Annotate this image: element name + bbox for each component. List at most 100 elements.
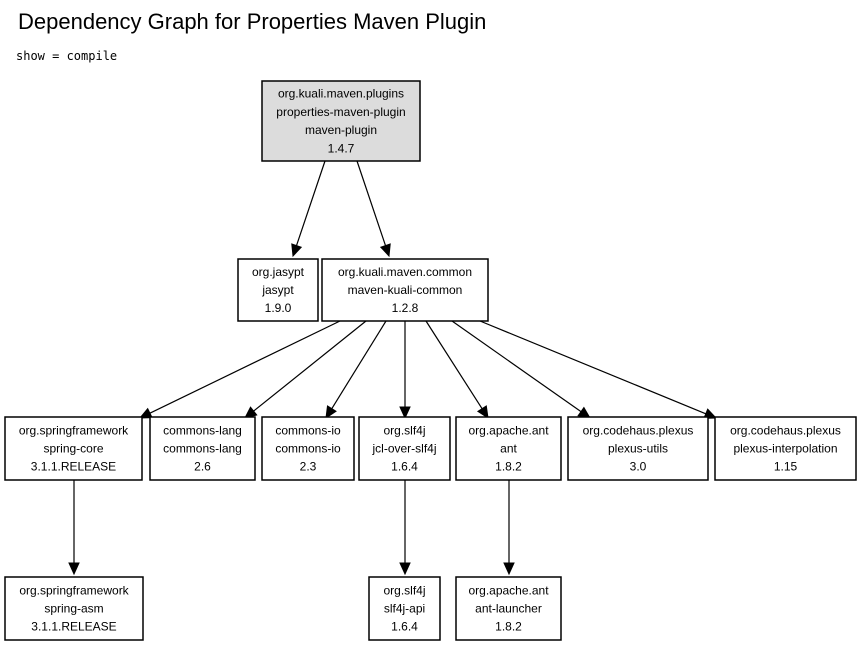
- edge-maven-kuali-common-to-jcl-over-slf4j: [399, 321, 411, 420]
- arrowhead-icon: [68, 562, 80, 576]
- edge-line: [425, 320, 483, 410]
- node-label-line: org.apache.ant: [468, 583, 549, 597]
- node-jcl-over-slf4j: org.slf4j jcl-over-slf4j 1.6.4: [358, 416, 451, 481]
- edge-ant-to-ant-launcher: [503, 480, 515, 576]
- node-label-line: org.jasypt: [252, 265, 305, 279]
- node-label-line: jasypt: [261, 283, 294, 297]
- node-box: [567, 416, 709, 481]
- edge-maven-kuali-common-to-plexus-interpolation: [479, 320, 718, 419]
- node-label-line: org.codehaus.plexus: [730, 423, 841, 437]
- arrowhead-icon: [703, 408, 718, 419]
- edge-line: [356, 160, 387, 246]
- node-label-line: org.kuali.maven.common: [338, 265, 472, 279]
- node-label-line: 2.6: [194, 460, 211, 474]
- node-label-line: 3.1.1.RELEASE: [31, 460, 116, 474]
- node-label-line: 1.8.2: [495, 620, 522, 634]
- arrowhead-icon: [325, 405, 337, 420]
- node-label-line: 1.8.2: [495, 460, 522, 474]
- arrowhead-icon: [399, 406, 411, 420]
- node-label-line: commons-lang: [163, 423, 242, 437]
- node-label-line: 3.0: [630, 460, 647, 474]
- node-label-line: 2.3: [300, 460, 317, 474]
- edge-root-to-jasypt: [291, 160, 326, 258]
- edge-maven-kuali-common-to-plexus-utils: [451, 320, 591, 419]
- node-label-line: org.springframework: [19, 583, 129, 597]
- node-label-line: commons-io: [275, 423, 341, 437]
- node-label-line: 1.15: [774, 460, 798, 474]
- node-ant: org.apache.ant ant 1.8.2: [455, 416, 562, 481]
- arrowhead-icon: [476, 405, 489, 420]
- edge-spring-core-to-spring-asm: [68, 480, 80, 576]
- node-box: [4, 576, 144, 641]
- node-label-line: org.codehaus.plexus: [583, 423, 694, 437]
- edge-line: [149, 320, 341, 414]
- arrowhead-icon: [291, 243, 303, 258]
- edge-line: [295, 160, 326, 246]
- node-plexus-interpolation: org.codehaus.plexus plexus-interpolation 1…: [714, 416, 857, 481]
- node-commons-io: commons-io commons-io 2.3: [261, 416, 355, 481]
- edge-line: [451, 320, 582, 413]
- node-plexus-utils: org.codehaus.plexus plexus-utils 3.0: [567, 416, 709, 481]
- node-maven-kuali-common: org.kuali.maven.common maven-kuali-common…: [321, 258, 489, 322]
- node-box: [4, 416, 143, 481]
- edge-maven-kuali-common-to-commons-io: [325, 320, 387, 420]
- node-box: [455, 416, 562, 481]
- edge-line: [253, 320, 367, 412]
- arrowhead-icon: [138, 407, 153, 419]
- node-box: [237, 258, 319, 322]
- node-label-line: maven-kuali-common: [348, 283, 463, 297]
- page-title: Dependency Graph for Properties Maven Pl…: [18, 9, 487, 34]
- edges-layer: [68, 160, 718, 576]
- node-label-line: org.springframework: [19, 423, 129, 437]
- node-box: [261, 416, 355, 481]
- arrowhead-icon: [399, 562, 411, 576]
- node-label-line: spring-core: [43, 442, 103, 456]
- arrowhead-icon: [379, 243, 391, 258]
- node-label-line: 1.9.0: [265, 301, 292, 315]
- node-box: [455, 576, 562, 641]
- edge-root-to-maven-kuali-common: [356, 160, 391, 258]
- edge-maven-kuali-common-to-commons-lang: [244, 320, 367, 419]
- node-label-line: 3.1.1.RELEASE: [31, 620, 116, 634]
- node-label-line: maven-plugin: [305, 123, 377, 137]
- edge-maven-kuali-common-to-ant: [425, 320, 489, 420]
- arrowhead-icon: [503, 562, 515, 576]
- node-box: [321, 258, 489, 322]
- node-label-line: spring-asm: [44, 602, 103, 616]
- node-spring-asm: org.springframework spring-asm 3.1.1.RELEA…: [4, 576, 144, 641]
- edge-line: [479, 320, 707, 415]
- node-label-line: org.kuali.maven.plugins: [278, 87, 404, 101]
- node-label-line: 1.4.7: [328, 141, 355, 155]
- node-label-line: org.slf4j: [383, 583, 425, 597]
- node-root: org.kuali.maven.plugins properties-maven-…: [261, 80, 421, 162]
- node-box: [714, 416, 857, 481]
- node-jasypt: org.jasypt jasypt 1.9.0: [237, 258, 319, 322]
- node-label-line: org.apache.ant: [468, 423, 549, 437]
- node-ant-launcher: org.apache.ant ant-launcher 1.8.2: [455, 576, 562, 641]
- node-label-line: slf4j-api: [384, 602, 425, 616]
- node-label-line: commons-io: [275, 442, 341, 456]
- edge-maven-kuali-common-to-spring-core: [138, 320, 341, 419]
- node-label-line: ant: [500, 442, 517, 456]
- node-slf4j-api: org.slf4j slf4j-api 1.6.4: [368, 576, 441, 641]
- node-box: [358, 416, 451, 481]
- node-label-line: properties-maven-plugin: [276, 105, 405, 119]
- node-box: [368, 576, 441, 641]
- node-label-line: 1.6.4: [391, 620, 418, 634]
- node-label-line: 1.2.8: [392, 301, 419, 315]
- node-label-line: commons-lang: [163, 442, 242, 456]
- node-label-line: ant-launcher: [475, 602, 542, 616]
- node-box: [261, 80, 421, 162]
- node-label-line: 1.6.4: [391, 460, 418, 474]
- edge-line: [331, 320, 387, 409]
- edge-jcl-over-slf4j-to-slf4j-api: [399, 480, 411, 576]
- node-label-line: plexus-utils: [608, 442, 668, 456]
- node-commons-lang: commons-lang commons-lang 2.6: [149, 416, 256, 481]
- node-label-line: org.slf4j: [383, 423, 425, 437]
- node-box: [149, 416, 256, 481]
- nodes-layer: org.kuali.maven.plugins properties-maven-…: [4, 80, 857, 641]
- node-spring-core: org.springframework spring-core 3.1.1.RELE…: [4, 416, 143, 481]
- node-label-line: jcl-over-slf4j: [371, 442, 436, 456]
- node-label-line: plexus-interpolation: [733, 442, 837, 456]
